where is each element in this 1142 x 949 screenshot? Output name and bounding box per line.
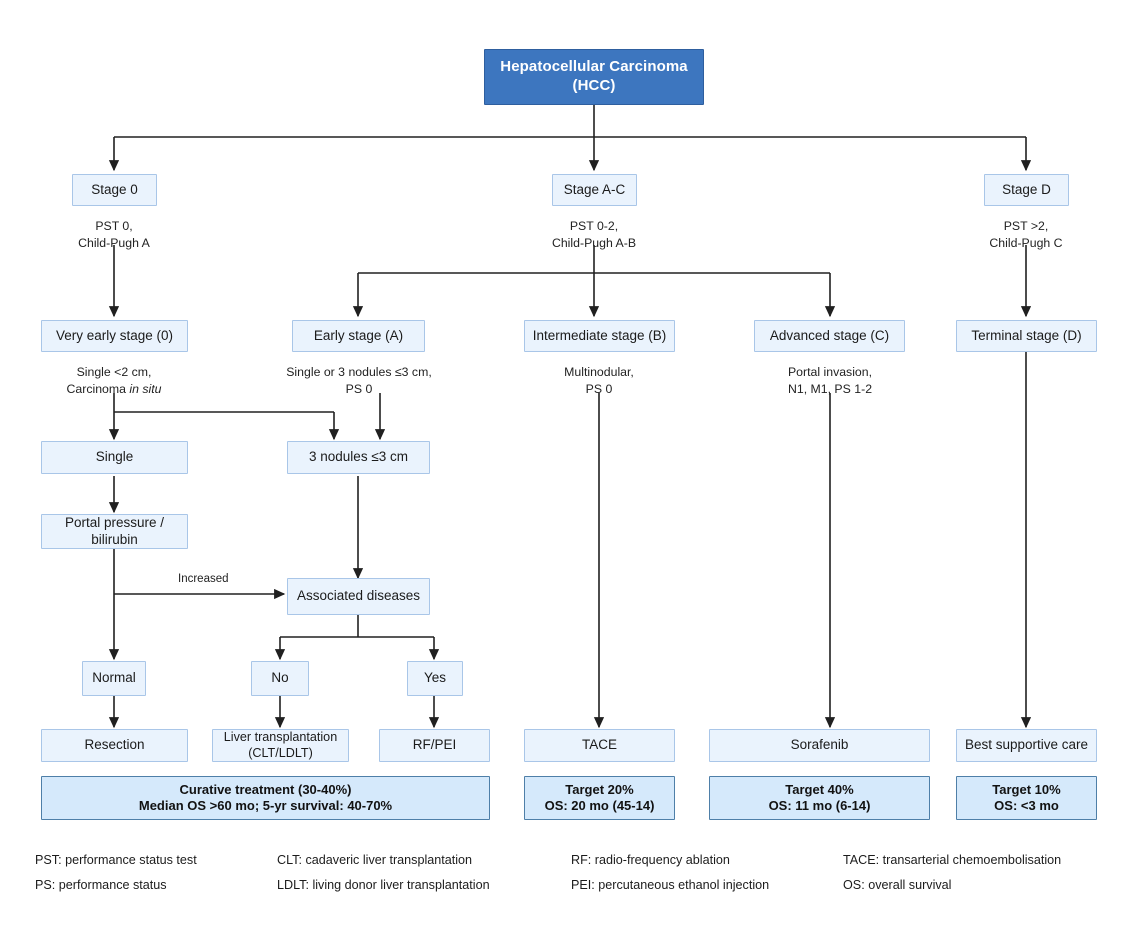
- caption-early-line1: Single or 3 nodules ≤3 cm,: [286, 365, 432, 379]
- caption-intermediate-line2: PS 0: [585, 381, 613, 396]
- caption-intermediate-line1: Multinodular,: [564, 365, 634, 379]
- node-stage-a-c[interactable]: Stage A-C: [552, 174, 637, 206]
- caption-intermediate-stage: Multinodular, PS 0: [509, 364, 689, 397]
- legend-item-pst: PST: performance status test: [35, 853, 197, 867]
- caption-italic-in-situ: in situ: [129, 381, 162, 396]
- stage-d-label: Stage D: [1002, 181, 1051, 197]
- liver-transplantation-line1: Liver transplantation: [223, 729, 338, 744]
- node-very-early-stage[interactable]: Very early stage (0): [41, 320, 188, 352]
- node-tace[interactable]: TACE: [524, 729, 675, 762]
- caption-stage-0: PST 0, Child-Pugh A: [34, 218, 194, 251]
- caption-stage-a-c-line1: PST 0-2,: [569, 219, 619, 233]
- very-early-stage-label: Very early stage (0): [55, 327, 174, 343]
- legend-item-pei: PEI: percutaneous ethanol injection: [571, 877, 770, 892]
- node-resection[interactable]: Resection: [41, 729, 188, 762]
- caption-stage-d: PST >2, Child-Pugh C: [946, 218, 1106, 251]
- outcome-best-supportive-care[interactable]: Target 10% OS: <3 mo: [956, 776, 1097, 820]
- outcome-curative-line1: Curative treatment (30-40%): [179, 781, 352, 797]
- terminal-stage-label: Terminal stage (D): [971, 327, 1082, 343]
- early-stage-label: Early stage (A): [313, 327, 404, 343]
- outcome-supportive-line1: Target 10%: [992, 781, 1061, 797]
- legend-column-1: PST: performance status test PS: perform…: [35, 848, 197, 897]
- node-stage-0[interactable]: Stage 0: [72, 174, 157, 206]
- node-no[interactable]: No: [251, 661, 309, 696]
- caption-early-stage: Single or 3 nodules ≤3 cm, PS 0: [268, 364, 450, 397]
- caption-very-early-line2: Carcinoma in situ: [66, 381, 162, 396]
- yes-label: Yes: [423, 670, 447, 686]
- rf-pei-label: RF/PEI: [412, 737, 457, 753]
- liver-transplantation-line2: (CLT/LDLT): [248, 745, 313, 760]
- advanced-stage-label: Advanced stage (C): [769, 327, 890, 343]
- legend-item-rf: RF: radio-frequency ablation: [571, 853, 730, 867]
- legend-column-3: RF: radio-frequency ablation PEI: percut…: [571, 848, 769, 897]
- legend-item-os: OS: overall survival: [843, 877, 952, 892]
- outcome-supportive-line2: OS: <3 mo: [994, 798, 1059, 813]
- node-single[interactable]: Single: [41, 441, 188, 474]
- node-sorafenib[interactable]: Sorafenib: [709, 729, 930, 762]
- node-stage-d[interactable]: Stage D: [984, 174, 1069, 206]
- node-yes[interactable]: Yes: [407, 661, 463, 696]
- best-supportive-care-label: Best supportive care: [964, 737, 1089, 753]
- outcome-tace[interactable]: Target 20% OS: 20 mo (45-14): [524, 776, 675, 820]
- portal-pressure-line2: bilirubin: [91, 531, 138, 547]
- portal-pressure-line1: Portal pressure /: [64, 514, 165, 530]
- outcome-sorafenib-line2: OS: 11 mo (6-14): [768, 798, 871, 813]
- legend-item-tace: TACE: transarterial chemoembolisation: [843, 853, 1062, 867]
- stage-0-label: Stage 0: [91, 181, 138, 197]
- outcome-curative-treatment[interactable]: Curative treatment (30-40%) Median OS >6…: [41, 776, 490, 820]
- root-title-line1: Hepatocellular Carcinoma: [500, 58, 688, 76]
- tace-label: TACE: [581, 737, 617, 753]
- node-best-supportive-care[interactable]: Best supportive care: [956, 729, 1097, 762]
- caption-very-early-line1: Single <2 cm,: [76, 365, 152, 379]
- caption-stage-d-line2: Child-Pugh C: [989, 235, 1063, 250]
- caption-stage-0-line1: PST 0,: [95, 219, 133, 233]
- legend-column-2: CLT: cadaveric liver transplantation LDL…: [277, 848, 490, 897]
- three-nodules-label: 3 nodules ≤3 cm: [309, 449, 408, 465]
- outcome-sorafenib-line1: Target 40%: [785, 781, 854, 797]
- outcome-sorafenib[interactable]: Target 40% OS: 11 mo (6-14): [709, 776, 930, 820]
- legend-column-4: TACE: transarterial chemoembolisation OS…: [843, 848, 1061, 897]
- node-advanced-stage[interactable]: Advanced stage (C): [754, 320, 905, 352]
- legend-item-clt: CLT: cadaveric liver transplantation: [277, 853, 473, 867]
- normal-label: Normal: [92, 670, 136, 686]
- resection-label: Resection: [84, 737, 145, 753]
- outcome-tace-line1: Target 20%: [565, 781, 634, 797]
- node-rf-pei[interactable]: RF/PEI: [379, 729, 490, 762]
- sorafenib-label: Sorafenib: [790, 737, 849, 753]
- stage-a-c-label: Stage A-C: [563, 181, 626, 197]
- node-early-stage[interactable]: Early stage (A): [292, 320, 425, 352]
- caption-stage-a-c: PST 0-2, Child-Pugh A-B: [514, 218, 674, 251]
- caption-stage-a-c-line2: Child-Pugh A-B: [551, 235, 637, 250]
- single-label: Single: [95, 449, 134, 465]
- legend-item-ps: PS: performance status: [35, 877, 167, 892]
- caption-early-line2: PS 0: [345, 381, 373, 396]
- outcome-curative-line2: Median OS >60 mo; 5-yr survival: 40-70%: [138, 798, 393, 813]
- node-portal-pressure-bilirubin[interactable]: Portal pressure / bilirubin: [41, 514, 188, 549]
- root-title-line2: (HCC): [572, 77, 616, 94]
- node-associated-diseases[interactable]: Associated diseases: [287, 578, 430, 615]
- legend-item-ldlt: LDLT: living donor liver transplantation: [277, 877, 490, 892]
- node-three-nodules[interactable]: 3 nodules ≤3 cm: [287, 441, 430, 474]
- caption-very-early-stage: Single <2 cm, Carcinoma in situ: [24, 364, 204, 397]
- node-hepatocellular-carcinoma[interactable]: Hepatocellular Carcinoma (HCC): [484, 49, 704, 105]
- caption-stage-0-line2: Child-Pugh A: [78, 235, 150, 250]
- node-terminal-stage[interactable]: Terminal stage (D): [956, 320, 1097, 352]
- node-intermediate-stage[interactable]: Intermediate stage (B): [524, 320, 675, 352]
- outcome-tace-line2: OS: 20 mo (45-14): [544, 798, 655, 813]
- intermediate-stage-label: Intermediate stage (B): [532, 327, 667, 343]
- caption-stage-d-line1: PST >2,: [1003, 219, 1049, 233]
- edge-label-increased: Increased: [178, 573, 229, 585]
- caption-advanced-line1: Portal invasion,: [787, 365, 873, 379]
- associated-diseases-label: Associated diseases: [296, 588, 421, 604]
- node-liver-transplantation[interactable]: Liver transplantation (CLT/LDLT): [212, 729, 349, 762]
- caption-advanced-stage: Portal invasion, N1, M1, PS 1-2: [740, 364, 920, 397]
- no-label: No: [271, 670, 289, 686]
- node-normal[interactable]: Normal: [82, 661, 146, 696]
- caption-advanced-line2: N1, M1, PS 1-2: [787, 381, 873, 396]
